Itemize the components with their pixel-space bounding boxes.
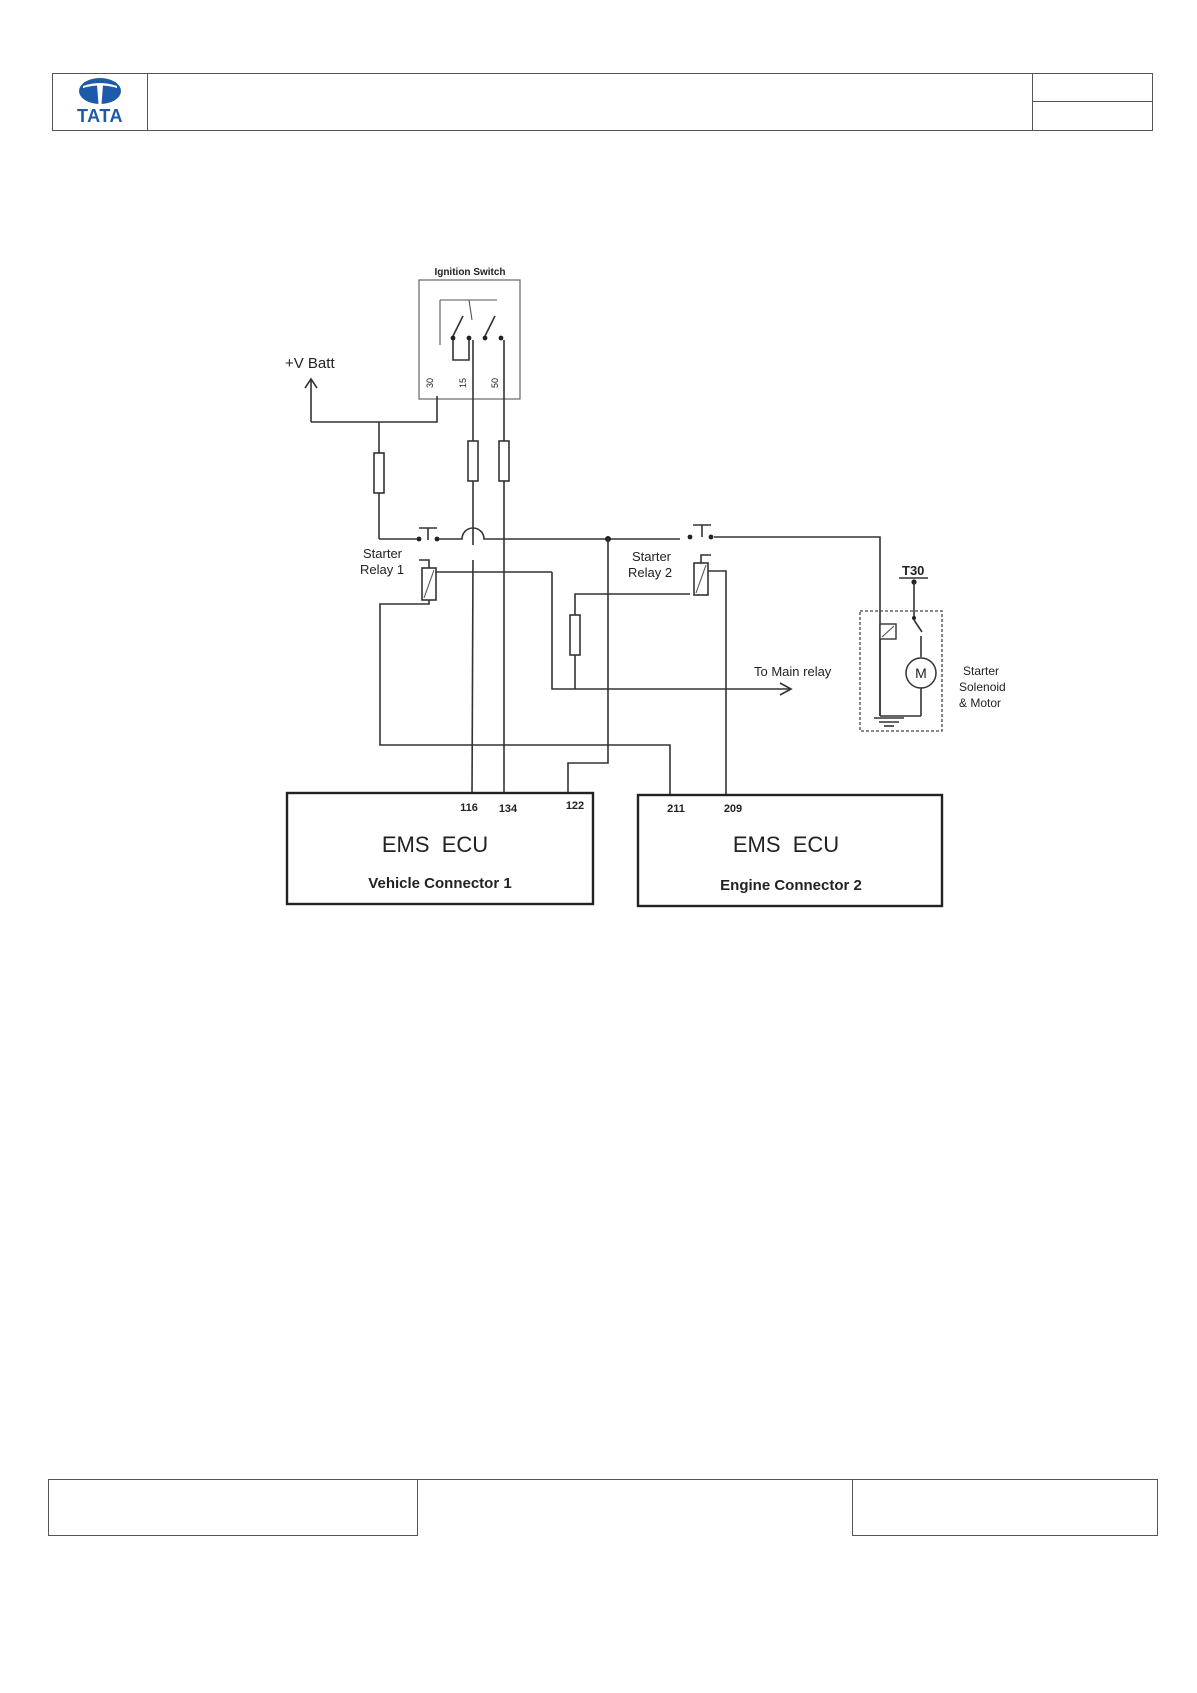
starter-relay-1-label-2: Relay 1 — [360, 562, 404, 577]
battery-label: +V Batt — [285, 355, 335, 372]
ignition-switch-contacts-icon — [439, 299, 504, 361]
footer-right-cell — [852, 1479, 1158, 1536]
solenoid-switch-icon — [912, 616, 923, 633]
ecu2-title: EMS ECU — [733, 832, 839, 857]
ignition-switch-box — [418, 279, 521, 400]
ems-ecu-engine-connector-2 — [636, 793, 944, 908]
footer-middle-rule — [418, 1479, 852, 1481]
ground-icon — [874, 717, 904, 727]
starter-solenoid-box — [859, 610, 943, 732]
ecu2-subtitle: Engine Connector 2 — [720, 877, 862, 894]
ecu2-pin-211: 211 — [667, 803, 685, 815]
logo-wordmark: TATA — [77, 106, 123, 126]
tata-logo: TATA — [53, 74, 148, 130]
ecu2-pin-209: 209 — [724, 803, 742, 815]
t30-label: T30 — [902, 563, 924, 578]
fuse-2-icon — [467, 440, 479, 482]
page-header: TATA — [52, 73, 1153, 131]
solenoid-label-2: Solenoid — [959, 680, 1006, 694]
fuse-3-icon — [498, 440, 510, 482]
header-doc-number-cell — [1032, 74, 1152, 102]
solenoid-label-1: Starter — [963, 664, 999, 678]
ecu1-pin-122: 122 — [566, 800, 584, 812]
solenoid-label-3: & Motor — [959, 696, 1001, 710]
starter-relay-2-label: Starter — [632, 549, 672, 564]
main-relay-label: To Main relay — [754, 664, 832, 679]
ecu1-subtitle: Vehicle Connector 1 — [368, 875, 511, 892]
ecu1-pin-134: 134 — [499, 803, 518, 815]
ignition-switch-label: Ignition Switch — [434, 267, 505, 278]
starter-relay-2-contact-icon — [687, 524, 714, 540]
footer-left-cell — [48, 1479, 418, 1536]
fuse-4-icon — [569, 614, 581, 656]
starter-relay-2-label-2: Relay 2 — [628, 565, 672, 580]
ecu1-pin-116: 116 — [460, 802, 478, 814]
starter-relay-1-label: Starter — [363, 546, 403, 561]
battery-arrow-icon — [304, 377, 318, 422]
ecu1-title: EMS ECU — [382, 832, 488, 857]
switch-terminal-15: 15 — [458, 378, 468, 388]
header-title-cell — [147, 74, 1033, 130]
switch-terminal-50: 50 — [490, 378, 500, 388]
ems-ecu-vehicle-connector-1 — [285, 791, 595, 906]
switch-terminal-30: 30 — [425, 378, 435, 388]
starter-relay-1-contact-icon — [416, 527, 440, 542]
tata-logo-icon — [79, 78, 121, 104]
fuse-1-icon — [373, 452, 385, 494]
motor-symbol: M — [915, 665, 927, 681]
